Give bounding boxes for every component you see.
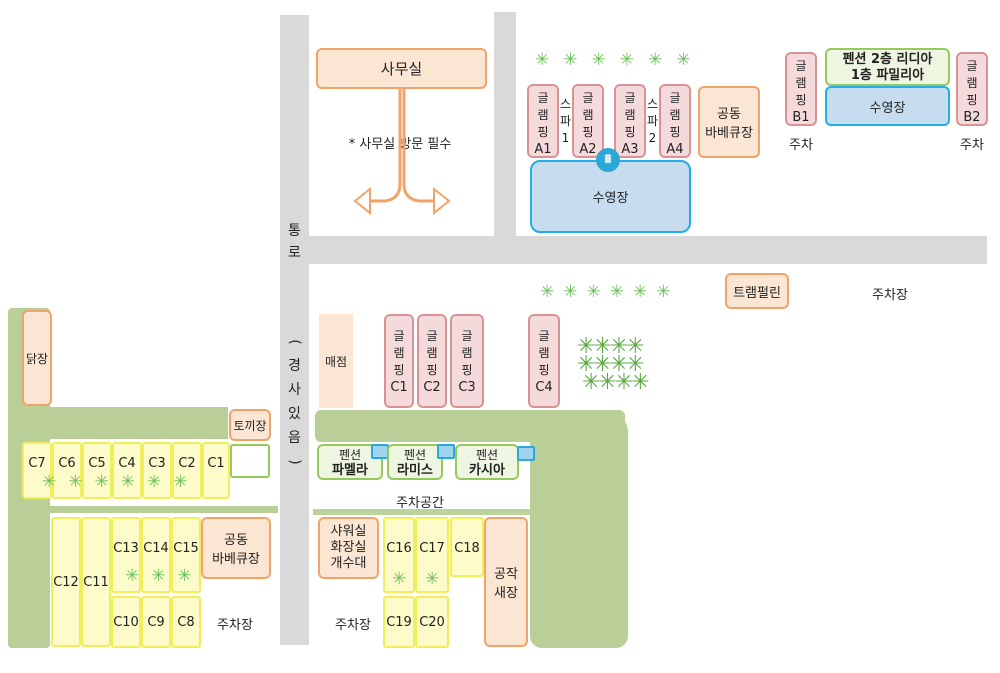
store[interactable]: 매점 — [319, 314, 353, 408]
center-divider — [313, 509, 530, 515]
site-c4[interactable]: C4 — [112, 442, 142, 499]
pension-pamela[interactable]: 펜션 파멜라 — [317, 444, 383, 480]
grass-left-divider — [50, 506, 278, 513]
site-c14[interactable]: C14 — [141, 517, 171, 593]
pension-cassia-pool — [517, 446, 535, 461]
site-c15[interactable]: C15 — [171, 517, 201, 593]
site-c11[interactable]: C11 — [81, 517, 111, 647]
site-c20[interactable]: C20 — [415, 596, 449, 648]
tree-c17: ✳ — [425, 569, 440, 589]
site-c9[interactable]: C9 — [141, 596, 171, 648]
site-c12[interactable]: C12 — [51, 517, 81, 647]
site-c6[interactable]: C6 — [52, 442, 82, 499]
site-c3[interactable]: C3 — [142, 442, 172, 499]
rabbit-hutch-label: 토끼장 — [233, 418, 267, 433]
tree-row-c13-c15: ✳✳✳ — [125, 566, 204, 586]
pension-lydia-familia[interactable]: 펜션 2층 리디아 1층 파밀리아 — [825, 48, 950, 86]
workshop-birdcage[interactable]: 공작 새장 — [484, 517, 528, 647]
grass-left-band — [8, 407, 228, 439]
trampoline-label: 트램펄린 — [733, 285, 781, 301]
shower-restroom[interactable]: 샤워실 화장실 개수대 — [318, 517, 379, 579]
parking-b2: 주차 — [960, 138, 984, 153]
pool-small-label: 수영장 — [869, 100, 906, 116]
site-c5[interactable]: C5 — [82, 442, 112, 499]
vertical-road — [280, 15, 309, 645]
pool-small[interactable]: 수영장 — [825, 86, 950, 126]
site-c7[interactable]: C7 — [22, 442, 52, 499]
pension-ramis-pool — [437, 444, 455, 459]
site-c13[interactable]: C13 — [111, 517, 141, 593]
tree-row-c-sites: ✳✳✳✳✳✳ — [42, 472, 200, 492]
sites-row-c1-c7: C7 C6 C5 C4 C3 C2 C1 ✳✳✳✳✳✳ — [22, 442, 272, 499]
pension-cassia[interactable]: 펜션 카시아 — [455, 444, 519, 480]
chicken-coop-label: 닭장 — [25, 351, 49, 366]
parking-right: 주차장 — [872, 288, 908, 303]
road-slope-note: ( 경 사 있 음 ) — [286, 339, 303, 465]
tree-row-middle: ✳✳✳✳✳✳ — [540, 282, 680, 302]
rabbit-hutch[interactable]: 토끼장 — [229, 409, 271, 441]
chicken-coop[interactable]: 닭장 — [22, 310, 52, 406]
pool-large-label: 수영장 — [592, 191, 629, 206]
site-c17[interactable]: C17 — [415, 517, 449, 593]
tree-row-top: ✳✳✳✳✳✳ — [535, 50, 705, 70]
site-c2[interactable]: C2 — [172, 442, 202, 499]
parking-b1: 주차 — [789, 138, 813, 153]
parking-space-label: 주차공간 — [396, 496, 444, 511]
road-label: 통 로 — [288, 223, 301, 261]
site-c19[interactable]: C19 — [383, 596, 415, 648]
site-c8[interactable]: C8 — [171, 596, 201, 648]
office-building[interactable]: 사무실 — [316, 48, 487, 89]
site-c10[interactable]: C10 — [111, 596, 141, 648]
site-c16[interactable]: C16 — [383, 517, 415, 593]
parking-center: 주차장 — [335, 618, 371, 633]
pool-ladder-icon: ⩩ — [596, 148, 620, 172]
store-label: 매점 — [324, 354, 348, 369]
site-empty-box — [230, 444, 270, 478]
tree-c16: ✳ — [392, 569, 407, 589]
top-divider-road — [494, 12, 516, 236]
trampoline[interactable]: 트램펄린 — [725, 273, 789, 309]
grass-block-right — [530, 410, 628, 648]
shared-bbq-bottom[interactable]: 공동 바베큐장 — [201, 517, 271, 579]
office-arrow-icon — [353, 89, 451, 216]
pension-ramis[interactable]: 펜션 라미스 — [387, 444, 443, 480]
parking-left: 주차장 — [217, 618, 253, 633]
horizontal-road — [309, 236, 987, 264]
pool-large[interactable]: 수영장 — [530, 160, 691, 233]
shared-bbq-top[interactable]: 공동 바베큐장 — [698, 86, 760, 158]
site-c18[interactable]: C18 — [450, 517, 484, 577]
office-label: 사무실 — [380, 60, 423, 78]
tree-cluster: ✳✳✳✳✳✳✳✳ ✳✳✳✳ — [577, 334, 650, 395]
site-c1[interactable]: C1 — [202, 442, 230, 499]
